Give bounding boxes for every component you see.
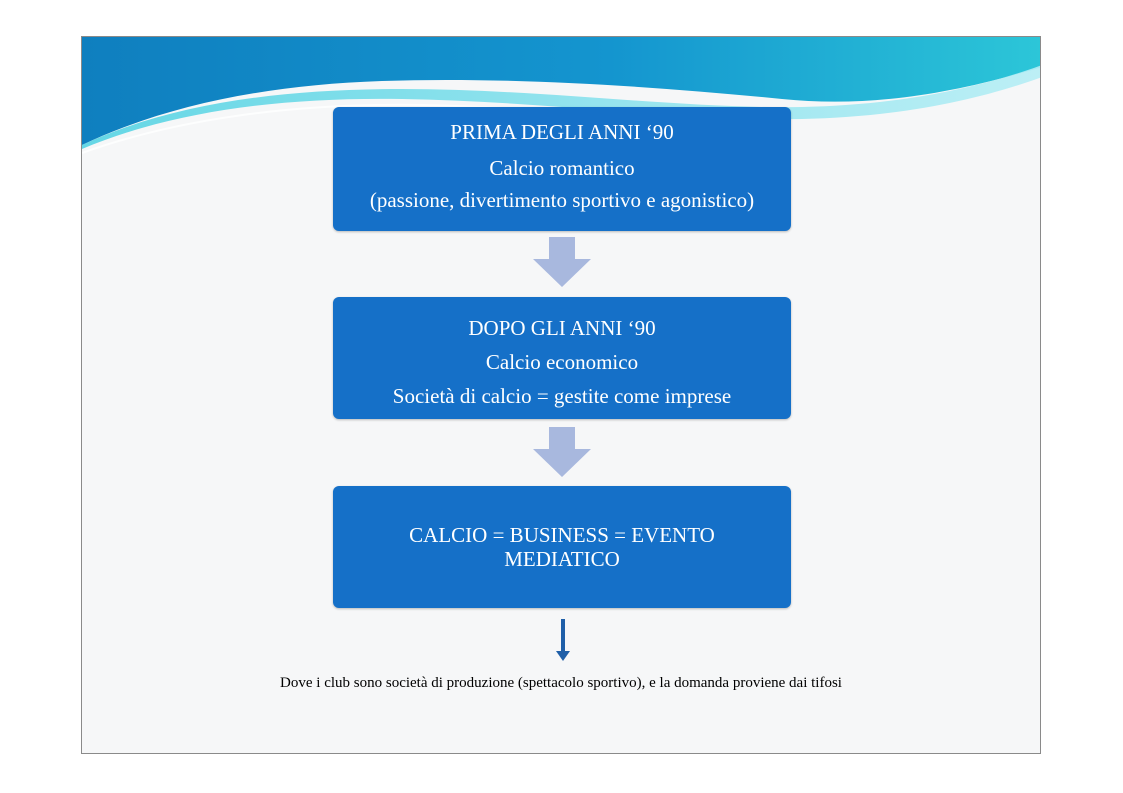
node-prima-detail: (passione, divertimento sportivo e agoni…	[369, 188, 755, 212]
node-dopo-detail: Società di calcio = gestite come imprese	[392, 384, 732, 408]
node-dopo-title: DOPO GLI ANNI ‘90	[468, 316, 656, 340]
down-arrow-2-icon	[533, 427, 591, 477]
down-thin-arrow-icon	[556, 619, 570, 661]
node-dopo-subtitle: Calcio economico	[485, 350, 639, 374]
node-calcio-business: CALCIO = BUSINESS = EVENTO MEDIATICO	[333, 486, 791, 608]
slide: PRIMA DEGLI ANNI ‘90 Calcio romantico (p…	[81, 36, 1041, 754]
node-business-line-2: MEDIATICO	[504, 547, 620, 571]
node-prima-subtitle: Calcio romantico	[489, 156, 635, 180]
node-business-line-1: CALCIO = BUSINESS = EVENTO	[409, 523, 715, 547]
node-dopo-anni-90: DOPO GLI ANNI ‘90 Calcio economico Socie…	[333, 297, 791, 419]
down-arrow-1-icon	[533, 237, 591, 287]
footnote-text: Dove i club sono società di produzione (…	[280, 675, 842, 691]
node-prima-anni-90: PRIMA DEGLI ANNI ‘90 Calcio romantico (p…	[333, 107, 791, 231]
node-prima-title: PRIMA DEGLI ANNI ‘90	[450, 120, 674, 144]
